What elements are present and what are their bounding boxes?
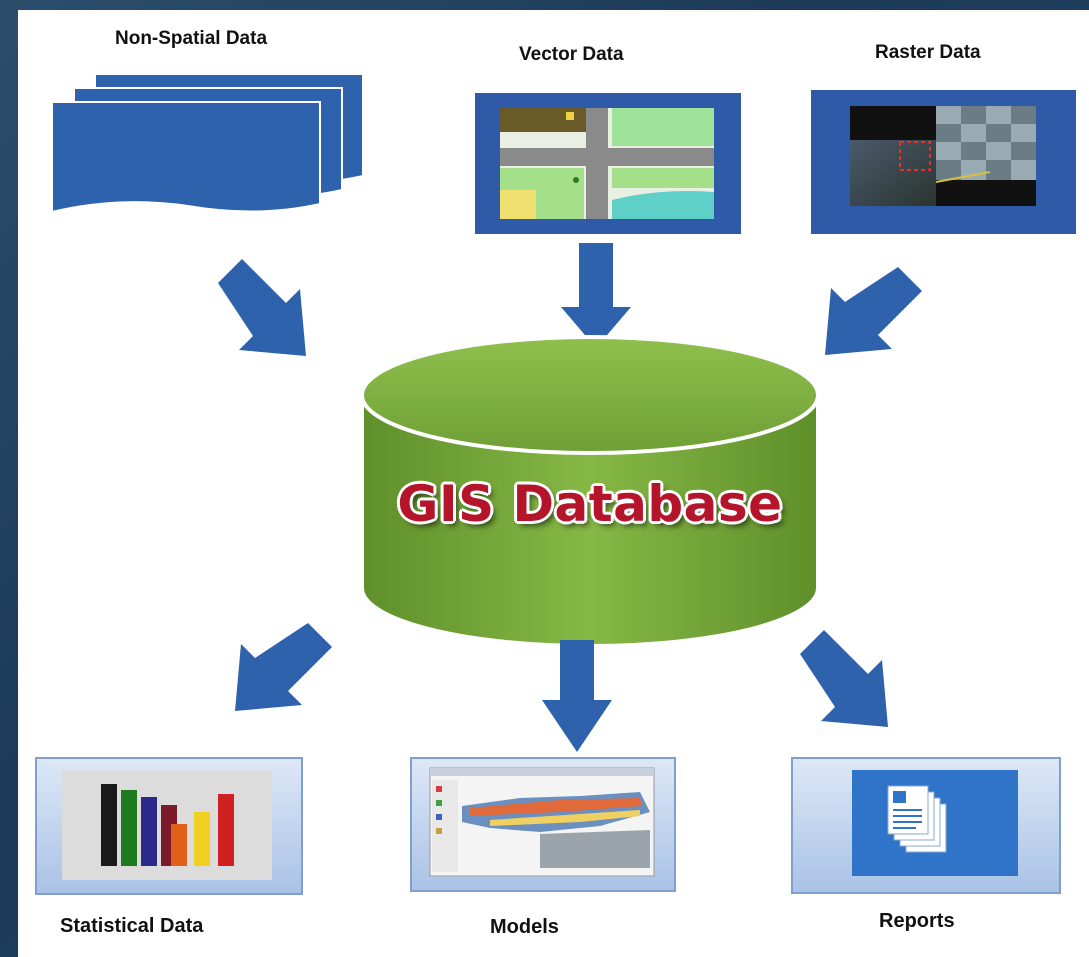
arrow-nonspatial-to-db xyxy=(218,259,306,356)
models-label: Models xyxy=(490,916,559,938)
reports-label: Reports xyxy=(879,910,955,932)
raster-data-label: Raster Data xyxy=(875,42,981,63)
arrow-db-to-statistical xyxy=(235,623,332,711)
reports-document-icon xyxy=(791,757,1061,894)
statistical-data-label: Statistical Data xyxy=(60,915,204,937)
arrow-raster-to-db xyxy=(825,267,922,355)
vector-data-label: Vector Data xyxy=(519,44,624,65)
arrow-vector-to-db xyxy=(561,243,631,348)
arrow-db-to-reports xyxy=(800,630,888,727)
document-stack-icon xyxy=(51,73,364,214)
raster-image-icon xyxy=(811,90,1076,234)
gis-database-title: GIS Database xyxy=(397,475,783,533)
arrow-db-to-models xyxy=(542,640,612,752)
vector-map-icon xyxy=(475,93,741,234)
database-cylinder-icon xyxy=(360,335,820,648)
model-screenshot-icon xyxy=(410,757,676,892)
non-spatial-data-label: Non-Spatial Data xyxy=(115,28,268,49)
bar-chart-icon xyxy=(35,757,303,895)
